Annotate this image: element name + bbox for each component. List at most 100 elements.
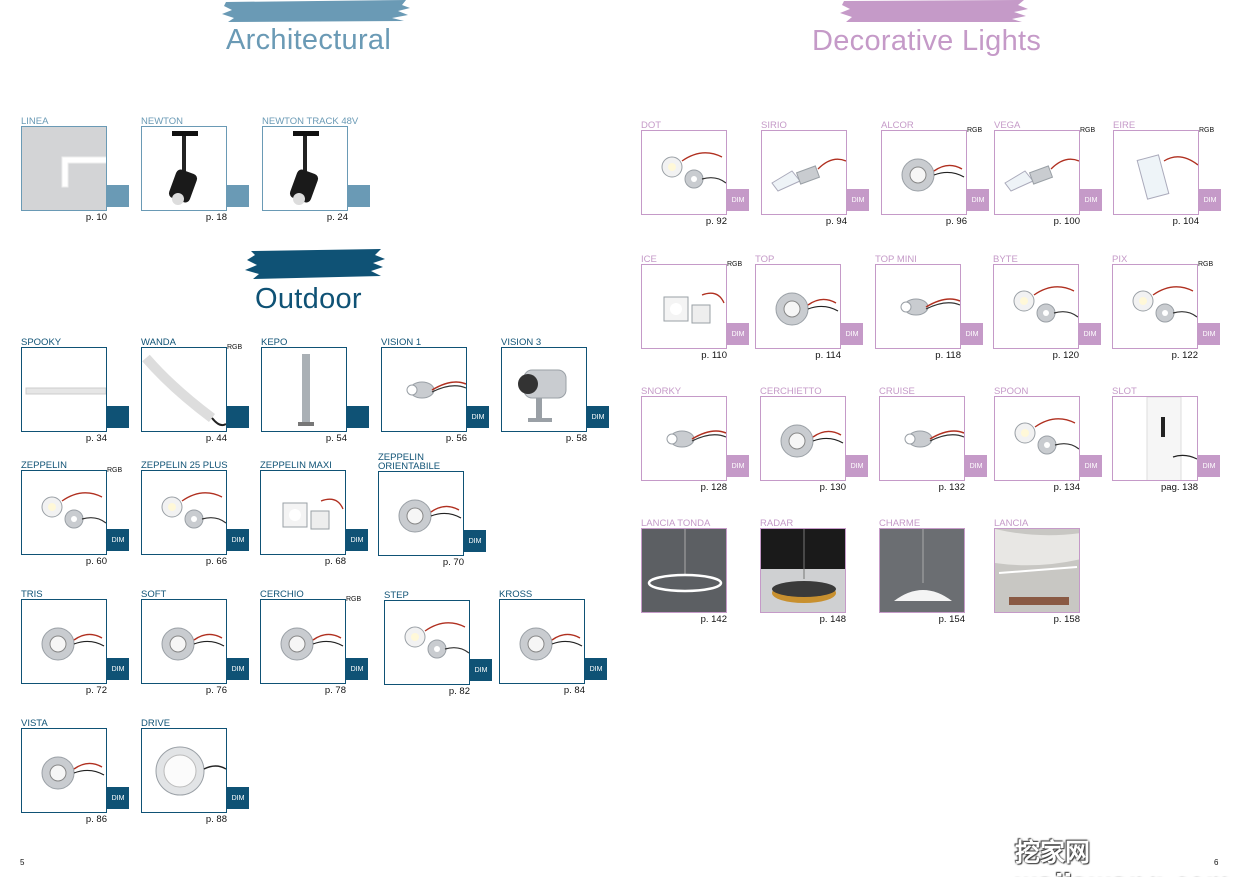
product-image	[1112, 264, 1198, 349]
bollard-icon	[298, 354, 314, 426]
slot-panel-icon	[1146, 397, 1197, 480]
architectural-brush-stroke	[222, 0, 410, 22]
product-name: WANDA	[141, 337, 177, 348]
product-name: RADAR	[760, 518, 794, 529]
product-image	[641, 396, 727, 481]
product-name: DRIVE	[141, 718, 171, 729]
dim-badge: DIM	[467, 406, 489, 428]
outdoor-brush-stroke	[245, 249, 385, 279]
round-recessed-icon	[398, 499, 462, 533]
product-image	[641, 130, 727, 215]
product-image	[881, 130, 967, 215]
dim-badge: DIM	[464, 530, 486, 552]
product-image	[141, 599, 227, 684]
page-reference: p. 76	[205, 685, 227, 696]
product-name: VEGA	[994, 120, 1021, 131]
section-color-tab	[227, 185, 249, 207]
dim-badge: DIM	[227, 787, 249, 809]
ring-pendant-icon	[642, 529, 726, 612]
product-card-radar[interactable]: RADAR p. 148	[760, 518, 868, 625]
product-name: TOP MINI	[875, 254, 917, 265]
page-reference: p. 84	[563, 685, 585, 696]
rgb-label: RGB	[1199, 127, 1215, 134]
page-reference: p. 122	[1171, 350, 1198, 361]
product-image	[141, 347, 227, 432]
product-image	[260, 599, 346, 684]
page-reference: p. 148	[819, 614, 846, 625]
product-image	[21, 599, 107, 684]
product-name: ALCOR	[881, 120, 914, 131]
page-reference: p. 44	[205, 433, 227, 444]
product-image	[21, 347, 107, 432]
product-image	[501, 347, 587, 432]
product-image	[21, 728, 107, 813]
page-reference: p. 56	[445, 433, 467, 444]
product-name: NEWTON	[141, 116, 184, 127]
page-reference: p. 114	[815, 350, 841, 361]
product-image	[1113, 130, 1199, 215]
product-name: PIX	[1112, 254, 1128, 265]
product-name: SIRIO	[761, 120, 787, 131]
product-name: CRUISE	[879, 386, 915, 397]
page-reference: p. 134	[1053, 482, 1080, 493]
page-reference: p. 88	[205, 814, 227, 825]
page-reference: p. 96	[945, 216, 967, 227]
product-name: SNORKY	[641, 386, 682, 397]
product-image	[994, 528, 1080, 613]
product-name: ZEPPELIN 25 PLUS	[141, 460, 228, 471]
dim-badge: DIM	[227, 529, 249, 551]
page-reference: p. 118	[935, 350, 961, 361]
page-reference: p. 10	[85, 212, 107, 223]
round-recessed-icon	[41, 756, 105, 790]
dim-badge: DIM	[587, 406, 609, 428]
page-reference: p. 154	[938, 614, 965, 625]
round-recessed-icon	[161, 627, 225, 661]
outdoor-title: Outdoor	[255, 283, 362, 315]
round-recessed-icon	[280, 627, 344, 661]
product-name: VISION 3	[501, 337, 542, 348]
product-name: VISTA	[21, 718, 48, 729]
dim-badge: DIM	[107, 787, 129, 809]
dome-pendant-icon	[880, 529, 964, 612]
recessed-pair-icon	[1132, 286, 1197, 323]
recessed-pair-icon	[1013, 286, 1078, 323]
product-image	[879, 528, 965, 613]
